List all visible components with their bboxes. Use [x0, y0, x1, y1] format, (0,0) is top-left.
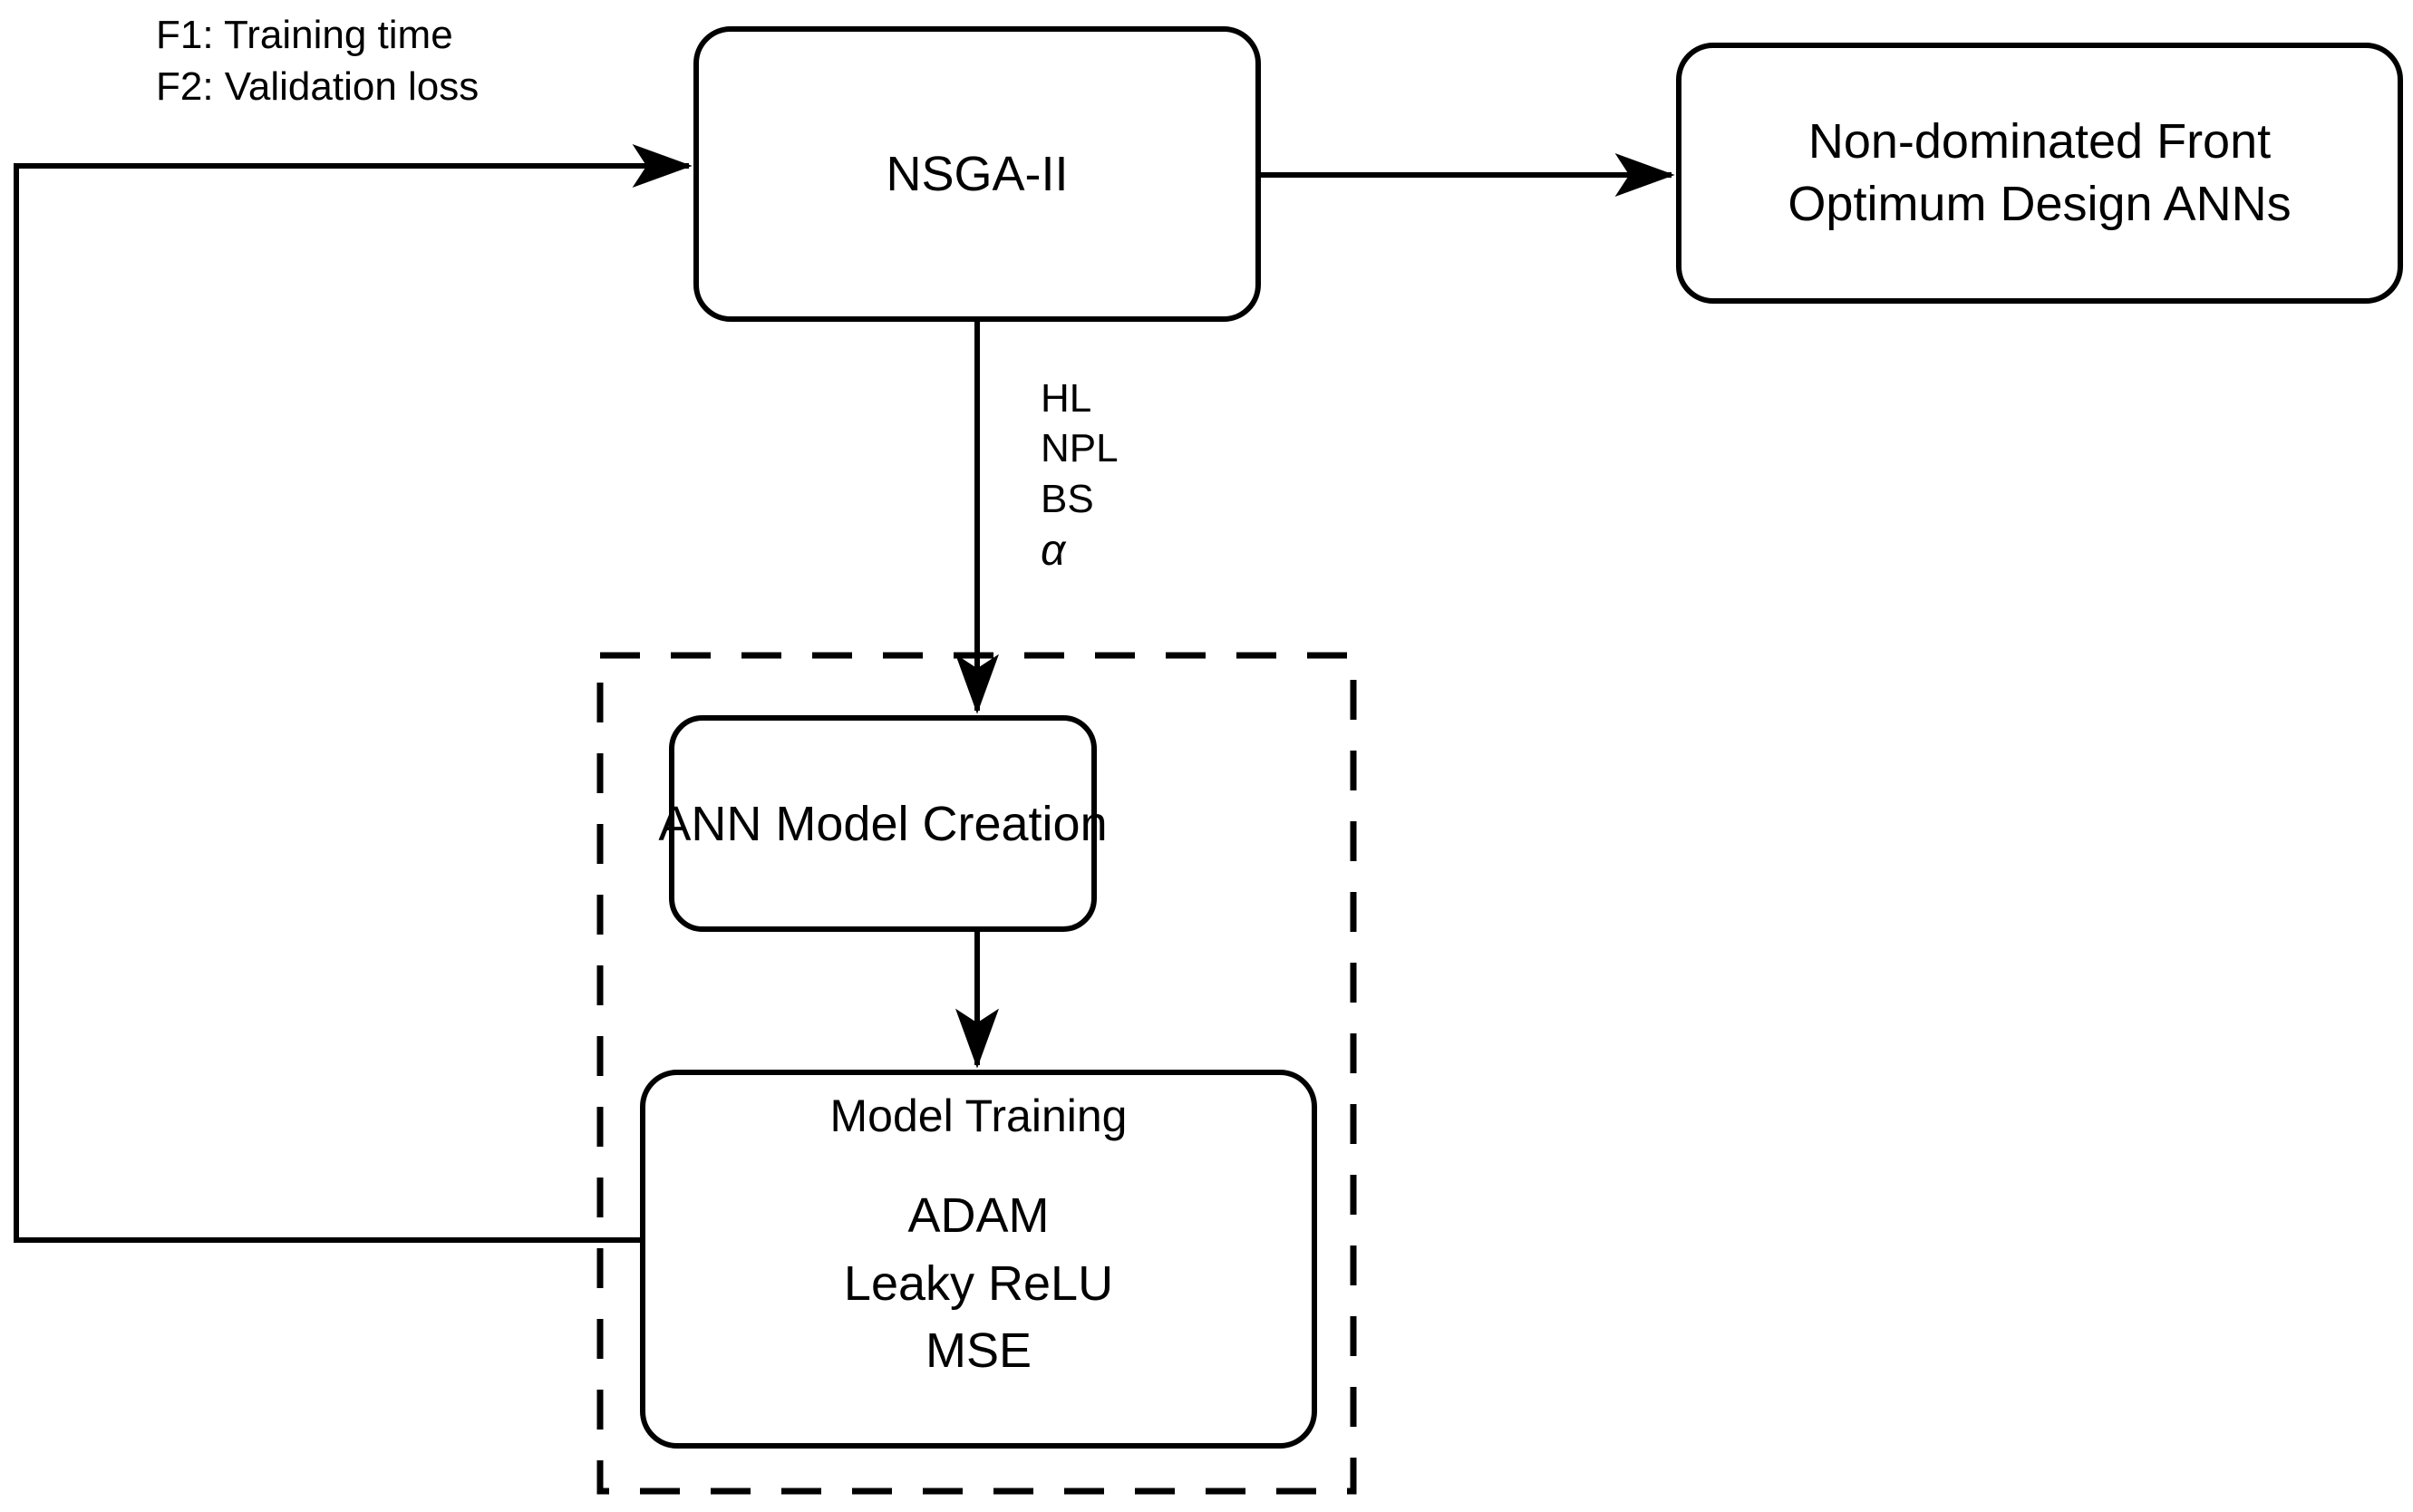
hyperparameter-bs: BS [1041, 476, 1094, 521]
objectives-legend: F1: Training time F2: Validation loss [156, 9, 627, 112]
result-box[interactable] [1676, 43, 2403, 304]
nsga-box[interactable] [693, 26, 1261, 322]
ann-creation-box[interactable] [669, 715, 1097, 932]
objective-f1-label: F1: Training time [156, 13, 453, 57]
hyperparameter-hl: HL [1041, 376, 1092, 421]
feedback-loop-edge [14, 144, 693, 1243]
hyperparameter-edge-labels: HL NPL BS α [1041, 373, 1313, 579]
model-training-box[interactable] [640, 1070, 1317, 1449]
hyperparameter-npl: NPL [1041, 426, 1119, 471]
hyperparameter-alpha: α [1041, 527, 1066, 576]
objective-f2-label: F2: Validation loss [156, 64, 480, 110]
